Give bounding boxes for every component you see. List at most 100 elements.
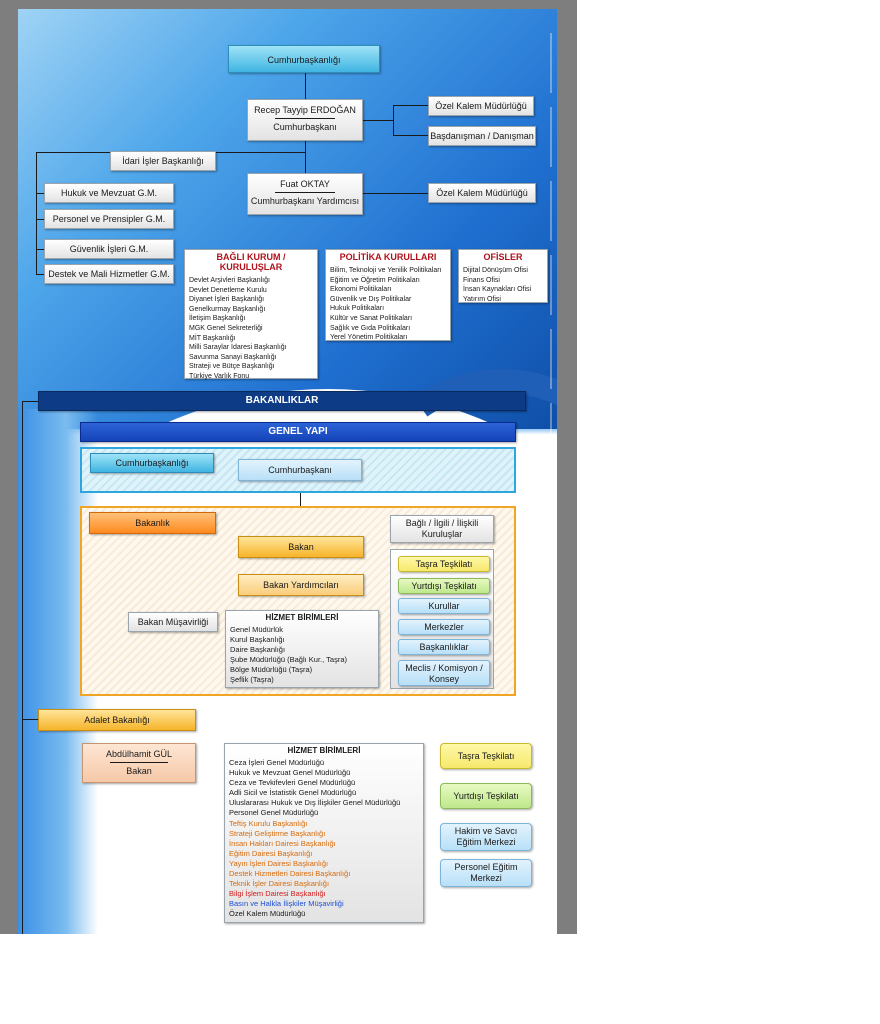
bagli-kurum-item: Türkiye Varlık Fonu <box>189 372 250 380</box>
connector <box>36 152 37 274</box>
bakan-musavirligi-box: Bakan Müşavirliği <box>128 612 218 632</box>
bakan-yardimcilari-label: Bakan Yardımcıları <box>263 580 339 590</box>
politika-item: Eğitim ve Öğretim Politikaları <box>330 276 420 284</box>
politika-list: Bilim, Teknoloji ve Yenilik Politikaları… <box>326 264 450 345</box>
left-unit-box: Destek ve Mali Hizmetler G.M. <box>44 264 174 284</box>
gy-hizmet-item: Genel Müdürlük <box>230 625 283 634</box>
gy-cumhurbaskanligi-label: Cumhurbaşkanlığı <box>115 458 189 468</box>
gy-hizmet-item: Şeflik (Taşra) <box>230 675 274 684</box>
gy-cumhurbaskani-label: Cumhurbaşkanı <box>268 465 332 475</box>
left-unit-label: Destek ve Mali Hizmetler G.M. <box>48 269 170 279</box>
bakanliklar-header: BAKANLIKLAR <box>38 391 526 411</box>
adalet-right-item: Personel Eğitim Merkezi <box>440 859 532 887</box>
left-unit-label: Güvenlik İşleri G.M. <box>69 244 149 254</box>
bakan-label: Bakan <box>288 542 314 552</box>
adalet-hizmet-item: Adli Sicil ve İstatistik Genel Müdürlüğü <box>229 788 357 798</box>
basdanisman-box: Başdanışman / Danışman <box>428 126 536 146</box>
adalet-hizmet-item: Bilgi İşlem Dairesi Başkanlığı <box>229 889 326 899</box>
adalet-right-item: Hakim ve Savcı Eğitim Merkezi <box>440 823 532 851</box>
bakan-box: Bakan <box>238 536 364 558</box>
genel-yapi-label: GENEL YAPI <box>268 426 328 437</box>
connector <box>36 193 44 194</box>
gy-hizmet-item: Kurul Başkanlığı <box>230 635 285 644</box>
bagli-kurum-item: Genelkurmay Başkanlığı <box>189 305 266 313</box>
vice-president-box: Fuat OKTAY Cumhurbaşkanı Yardımcısı <box>247 173 363 215</box>
politika-item: Güvenlik ve Dış Politikalar <box>330 295 412 303</box>
gy-hizmet-item: Bölge Müdürlüğü (Taşra) <box>230 665 313 674</box>
politika-box: POLİTİKA KURULLARI Bilim, Teknoloji ve Y… <box>325 249 451 341</box>
adalet-hizmet-item: Teftiş Kurulu Başkanlığı <box>229 818 308 828</box>
bagli-kurum-item: Devlet Arşivleri Başkanlığı <box>189 277 270 284</box>
connector <box>22 719 38 720</box>
bagli-kurum-item: İletişim Başkanlığı <box>189 315 246 323</box>
document-frame: Cumhurbaşkanlığı Recep Tayyip ERDOĞAN Cu… <box>0 0 577 934</box>
connector <box>36 274 44 275</box>
idari-isler-label: İdari İşler Başkanlığı <box>122 156 204 166</box>
bakanliklar-label: BAKANLIKLAR <box>245 395 319 406</box>
connector <box>36 249 44 250</box>
ofisler-title: OFİSLER <box>483 252 523 262</box>
adalet-hizmet-item: Yayın İşleri Dairesi Başkanlığı <box>229 858 329 868</box>
president-box: Recep Tayyip ERDOĞAN Cumhurbaşkanı <box>247 99 363 141</box>
connector <box>393 105 394 135</box>
bagli-kurum-title: BAĞLI KURUM / KURULUŞLAR <box>216 252 286 272</box>
bagli-kurum-item: Milli Saraylar İdaresi Başkanlığı <box>189 344 287 352</box>
basdanisman-label: Başdanışman / Danışman <box>430 131 534 141</box>
bakanlik-label: Bakanlık <box>135 518 170 528</box>
adalet-hizmet-item: Ceza İşleri Genel Müdürlüğü <box>229 758 325 767</box>
adalet-hizmet-item: Ceza ve Tevkifevleri Genel Müdürlüğü <box>229 778 356 788</box>
adalet-right-item: Taşra Teşkilatı <box>440 743 532 769</box>
idari-isler-box: İdari İşler Başkanlığı <box>110 151 216 171</box>
bagli-kurum-item: Savunma Sanayi Başkanlığı <box>189 353 277 361</box>
connector <box>22 401 23 934</box>
ozel-kalem-box-2: Özel Kalem Müdürlüğü <box>428 183 536 203</box>
politika-item: Bilim, Teknoloji ve Yenilik Politikaları <box>330 267 442 274</box>
ofis-item: Dijital Dönüşüm Ofisi <box>463 267 528 274</box>
ofis-item: İnsan Kaynakları Ofisi <box>463 286 532 294</box>
bagli-ilgili-label: Bağlı / İlgili / İlişkili Kuruluşlar <box>405 518 479 539</box>
ofis-item: Finans Ofisi <box>463 276 500 284</box>
bakan-yardimcilari-box: Bakan Yardımcıları <box>238 574 364 596</box>
ozel-kalem-box-1: Özel Kalem Müdürlüğü <box>428 96 534 116</box>
side-watermark <box>547 19 555 919</box>
bagli-kurum-item: Strateji ve Bütçe Başkanlığı <box>189 363 275 371</box>
left-unit-label: Hukuk ve Mevzuat G.M. <box>60 188 158 198</box>
connector <box>22 401 38 402</box>
gy-hizmet-item: Şube Müdürlüğü (Bağlı Kur., Taşra) <box>230 655 348 664</box>
politika-item: Yerel Yönetim Politikaları <box>330 334 408 342</box>
left-unit-box: Personel ve Prensipler G.M. <box>44 209 174 229</box>
adalet-hizmet-title: HİZMET BİRİMLERİ <box>287 746 361 755</box>
adalet-hizmet-item: Destek Hizmetleri Dairesi Başkanlığı <box>229 869 351 879</box>
adalet-minister-title: Bakan <box>126 766 152 776</box>
gy-right-item: Başkanlıklar <box>398 639 490 655</box>
president-name: Recep Tayyip ERDOĞAN <box>254 105 356 115</box>
president-title: Cumhurbaşkanı <box>273 122 337 132</box>
bagli-kurum-item: Devlet Denetleme Kurulu <box>189 286 267 294</box>
bagli-ilgili-box: Bağlı / İlgili / İlişkili Kuruluşlar <box>390 515 494 543</box>
left-unit-box: Hukuk ve Mevzuat G.M. <box>44 183 174 203</box>
adalet-minister-name: Abdülhamit GÜL <box>105 749 173 759</box>
gy-right-item: Taşra Teşkilatı <box>398 556 490 572</box>
adalet-hizmet-item: Personel Genel Müdürlüğü <box>229 808 319 818</box>
ozel-kalem-label-2: Özel Kalem Müdürlüğü <box>436 188 528 198</box>
connector <box>363 120 393 121</box>
adalet-hizmet-item: İnsan Hakları Dairesi Başkanlığı <box>229 838 336 848</box>
connector <box>363 193 428 194</box>
adalet-minister-box: Abdülhamit GÜL Bakan <box>82 743 196 783</box>
cumhurbaskanligi-header: Cumhurbaşkanlığı <box>228 45 380 73</box>
adalet-hizmet-item: Eğitim Dairesi Başkanlığı <box>229 848 313 858</box>
adalet-hizmet-item: Hukuk ve Mevzuat Genel Müdürlüğü <box>229 768 351 778</box>
adalet-right-item: Yurtdışı Teşkilatı <box>440 783 532 809</box>
ozel-kalem-label-1: Özel Kalem Müdürlüğü <box>435 101 527 111</box>
bagli-kurum-item: MGK Genel Sekreterliği <box>189 324 263 332</box>
gy-right-item: Meclis / Komisyon / Konsey <box>398 660 490 686</box>
left-unit-label: Personel ve Prensipler G.M. <box>52 214 166 224</box>
adalet-hizmet-item: Strateji Geliştirme Başkanlığı <box>229 828 326 838</box>
org-chart-page: Cumhurbaşkanlığı Recep Tayyip ERDOĞAN Cu… <box>18 9 557 934</box>
connector <box>36 219 44 220</box>
vp-name: Fuat OKTAY <box>280 179 330 189</box>
